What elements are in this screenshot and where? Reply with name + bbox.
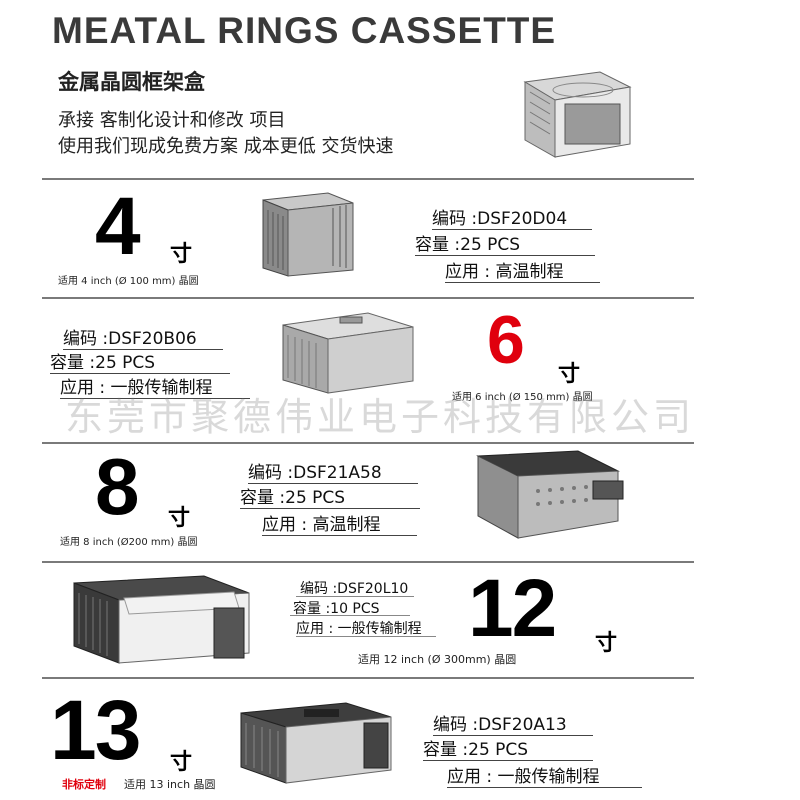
divider (42, 297, 694, 299)
product-code: 编码 :DSF20L10 (300, 581, 409, 597)
product-usage: 应用 : 一般传输制程 (296, 621, 422, 637)
cassette-image-8 (468, 446, 628, 546)
product-usage: 应用 : 一般传输制程 (60, 373, 250, 399)
cassette-image-13 (236, 695, 396, 787)
tagline-2: 使用我们现成免费方案 成本更低 交货快速 (58, 136, 394, 157)
size-unit: 寸 (170, 750, 193, 775)
divider (42, 442, 694, 444)
product-capacity: 容量 :25 PCS (50, 348, 230, 374)
product-capacity: 容量 :25 PCS (415, 230, 595, 256)
size-unit: 寸 (170, 242, 193, 267)
product-capacity: 容量 :25 PCS (423, 735, 593, 761)
tagline-1: 承接 客制化设计和修改 项目 (58, 110, 286, 131)
product-code: 编码 :DSF21A58 (248, 458, 418, 484)
product-usage: 应用 : 一般传输制程 (447, 762, 642, 788)
product-capacity: 容量 :25 PCS (240, 483, 420, 509)
product-code: 编码 :DSF20B06 (63, 324, 223, 350)
cassette-image-header (505, 62, 635, 162)
product-capacity: 容量 :10 PCS (293, 601, 380, 617)
page-title: MEATAL RINGS CASSETTE (52, 10, 557, 51)
custom-label: 非标定制 (62, 778, 106, 791)
size-number-4: 4 (95, 181, 141, 272)
size-note: 适用 6 inch (Ø 150 mm) 晶圆 (452, 392, 593, 403)
size-number-8: 8 (95, 442, 140, 531)
divider (296, 596, 414, 597)
product-usage: 应用 : 高温制程 (262, 510, 417, 536)
divider (42, 561, 694, 563)
size-note: 适用 12 inch (Ø 300mm) 晶圆 (358, 653, 517, 666)
size-note: 适用 13 inch 晶圆 (124, 778, 216, 791)
divider (42, 178, 694, 180)
watermark: 东莞市聚德伟业电子科技有限公司 (65, 395, 696, 439)
subtitle-cn: 金属晶圆框架盒 (58, 70, 205, 94)
divider (296, 636, 436, 637)
size-note: 适用 8 inch (Ø200 mm) 晶圆 (60, 537, 198, 548)
size-number-6: 6 (487, 302, 525, 378)
divider (290, 615, 410, 616)
size-unit: 寸 (595, 631, 618, 656)
cassette-image-6 (278, 305, 418, 397)
product-usage: 应用 : 高温制程 (445, 257, 600, 283)
size-number-12: 12 (468, 563, 557, 654)
size-number-13: 13 (50, 683, 141, 777)
cassette-image-4 (258, 188, 358, 280)
cassette-image-12 (64, 568, 254, 668)
product-code: 编码 :DSF20D04 (432, 204, 592, 230)
size-unit: 寸 (168, 506, 191, 531)
size-note: 适用 4 inch (Ø 100 mm) 晶圆 (58, 276, 199, 287)
size-unit: 寸 (558, 362, 581, 387)
product-code: 编码 :DSF20A13 (433, 710, 593, 736)
divider (42, 677, 694, 679)
